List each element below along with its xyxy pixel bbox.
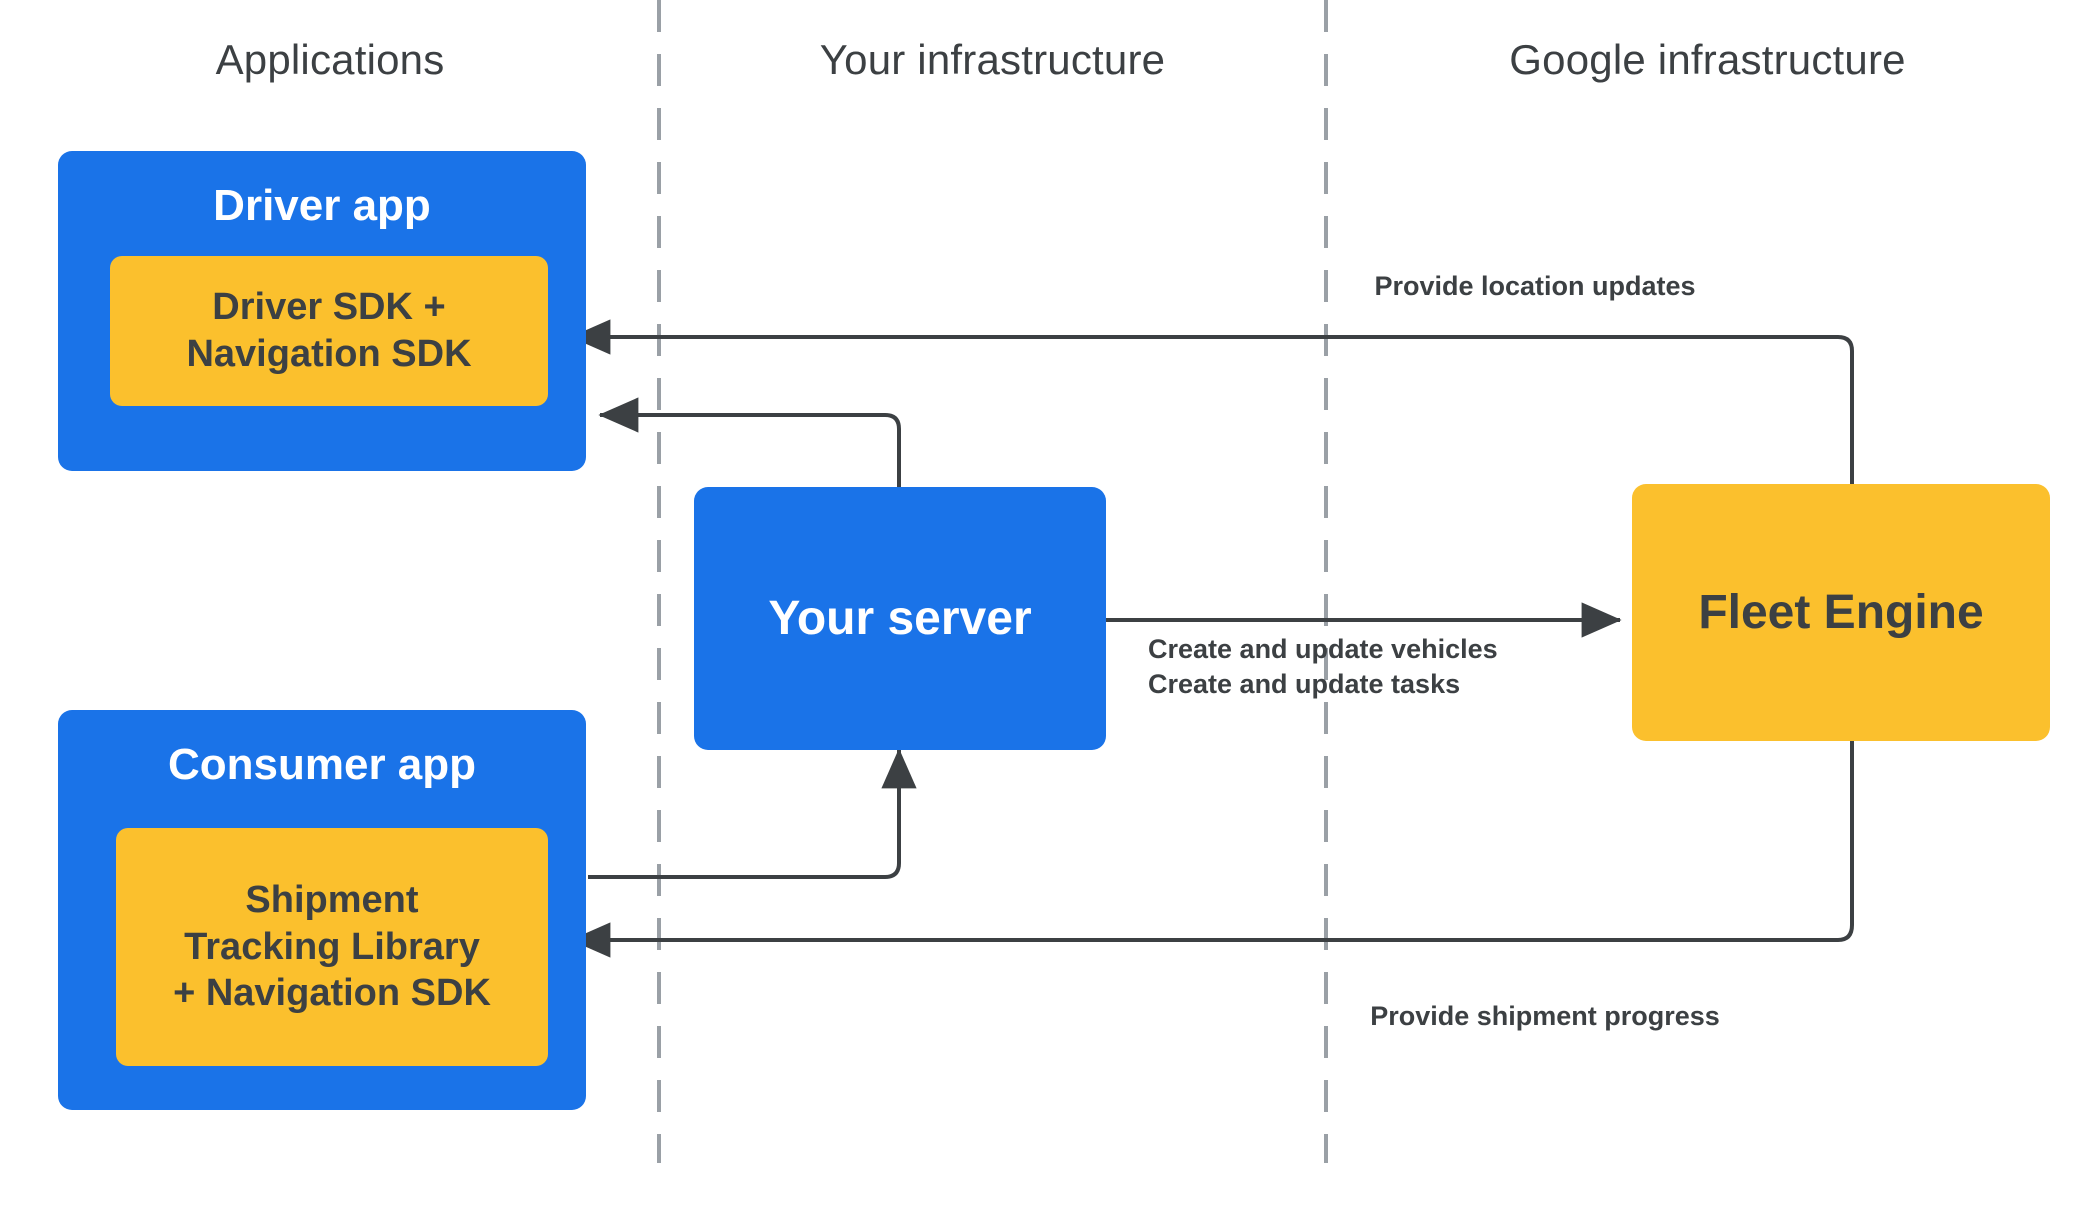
your-server-label: Your server: [768, 592, 1032, 645]
consumer-sdk-line-1: Shipment: [245, 878, 419, 921]
driver-sdk-box[interactable]: Driver SDK + Navigation SDK: [110, 256, 548, 406]
your-server-box[interactable]: Your server: [694, 487, 1106, 750]
consumer-sdk-box[interactable]: Shipment Tracking Library + Navigation S…: [116, 828, 548, 1066]
column-heading-applications-label: Applications: [215, 36, 445, 83]
column-heading-your-infrastructure: Your infrastructure: [659, 36, 1326, 84]
edge-label-provide-location-updates-text: Provide location updates: [1374, 271, 1696, 301]
column-heading-your-infrastructure-label: Your infrastructure: [819, 36, 1166, 83]
column-heading-applications: Applications: [0, 36, 660, 84]
driver-app-title: Driver app: [213, 181, 431, 230]
edge-label-provide-shipment-progress: Provide shipment progress: [1370, 999, 1720, 1034]
consumer-sdk-line-3: + Navigation SDK: [173, 972, 491, 1015]
edge-label-create-update-tasks: Create and update tasks: [1148, 668, 1461, 699]
consumer-sdk-label: Shipment Tracking Library + Navigation S…: [165, 877, 499, 1017]
column-heading-google-infrastructure: Google infrastructure: [1326, 36, 2089, 84]
fleet-engine-label: Fleet Engine: [1698, 586, 1984, 639]
edge-label-provide-shipment-progress-text: Provide shipment progress: [1370, 1001, 1720, 1031]
column-heading-google-infrastructure-label: Google infrastructure: [1509, 36, 1906, 83]
edge-consumer-app-to-your-server: [588, 748, 917, 879]
driver-sdk-line-1: Driver SDK +: [212, 286, 446, 329]
edge-fleet-engine-to-consumer-sdk: [570, 741, 1854, 958]
driver-sdk-label: Driver SDK + Navigation SDK: [178, 284, 479, 377]
consumer-app-title: Consumer app: [167, 740, 477, 789]
edge-your-server-to-driver-app: [598, 397, 901, 487]
edge-label-create-and-update: Create and update vehicles Create and up…: [1148, 632, 1498, 701]
edge-fleet-engine-to-driver-sdk: [570, 319, 1854, 484]
edge-label-provide-location-updates: Provide location updates: [1374, 269, 1695, 304]
fleet-engine-box[interactable]: Fleet Engine: [1632, 484, 2050, 741]
edge-label-create-update-vehicles: Create and update vehicles: [1148, 634, 1498, 664]
driver-sdk-line-2: Navigation SDK: [186, 333, 472, 375]
consumer-sdk-line-2: Tracking Library: [184, 925, 480, 968]
